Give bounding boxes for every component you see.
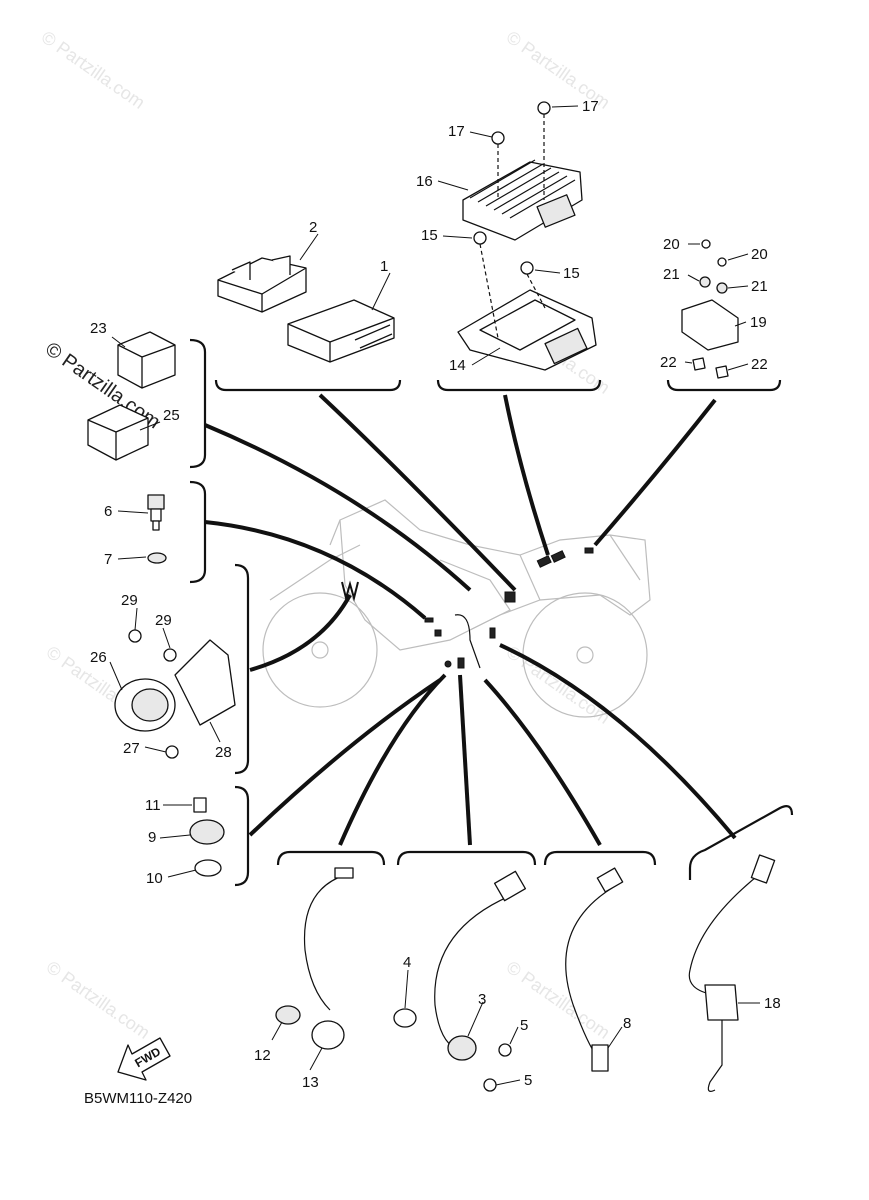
cdi-connector [217,255,307,313]
callout-6: 6 [104,503,112,520]
callout-2: 2 [309,219,317,236]
vehicle-markers [341,547,594,669]
bracket-relay [189,338,207,469]
bolts-regulator [473,101,551,339]
crank-sensor [393,870,527,1092]
watermark-text: © Partzilla.com [38,27,149,113]
callout-18: 18 [764,995,781,1012]
callout-21: 21 [663,266,680,283]
callout-26: 26 [90,649,107,666]
callout-21: 21 [751,278,768,295]
o2-sensor [565,867,624,1072]
knock-sensor [275,867,354,1050]
bracket-cdi [214,379,402,392]
callout-12: 12 [254,1047,271,1064]
callout-22: 22 [660,354,677,371]
callout-25: 25 [163,407,180,424]
callout-27: 27 [123,740,140,757]
callout-17: 17 [582,98,599,115]
callout-9: 9 [148,829,156,846]
leader-lines [109,105,760,1086]
lean-angle-sensor [681,239,739,379]
bracket-horn [234,563,250,775]
regulator-bracket [457,289,597,371]
callout-23: 23 [90,320,107,337]
callout-28: 28 [215,744,232,761]
bracket-crank [396,850,537,866]
cdi-unit [287,299,395,363]
relay-25 [87,404,149,461]
bracket-speed [688,805,794,880]
callout-29: 29 [155,612,172,629]
callout-20: 20 [663,236,680,253]
bracket-regulator [436,379,602,392]
fwd-arrow-icon: FWD [117,1037,171,1081]
bracket-sensor [666,379,782,392]
horn [114,629,236,759]
callout-7: 7 [104,551,112,568]
bracket-knock [276,850,386,866]
callout-8: 8 [623,1015,631,1032]
rectifier-regulator [462,159,583,241]
neutral-switch [189,797,225,877]
callout-5: 5 [520,1017,528,1034]
callout-15: 15 [421,227,438,244]
callout-11: 11 [145,797,161,814]
relay-23 [117,331,176,389]
callout-10: 10 [146,870,163,887]
callout-13: 13 [302,1074,319,1091]
callout-14: 14 [449,357,466,374]
callout-3: 3 [478,991,486,1008]
routing-lines [204,393,737,846]
callout-22: 22 [751,356,768,373]
callout-16: 16 [416,173,433,190]
bracket-neutral [234,785,250,887]
diagram-code: B5WM110-Z420 [84,1090,192,1107]
bracket-o2 [543,850,657,866]
watermark-text: © Partzilla.com [43,957,154,1043]
speed-sensor [688,854,776,1092]
callout-1: 1 [380,258,388,275]
callout-4: 4 [403,954,411,971]
callout-17: 17 [448,123,465,140]
callout-19: 19 [750,314,767,331]
callout-29: 29 [121,592,138,609]
bracket-thermo [189,480,207,584]
callout-15: 15 [563,265,580,282]
callouts: 1 2 3 4 5 5 6 7 8 9 10 11 12 13 14 15 15… [90,98,781,1091]
callout-20: 20 [751,246,768,263]
vehicle-outline [262,499,651,718]
callout-5: 5 [524,1072,532,1089]
temperature-sensor [147,494,167,564]
bracket-groups [189,338,794,887]
